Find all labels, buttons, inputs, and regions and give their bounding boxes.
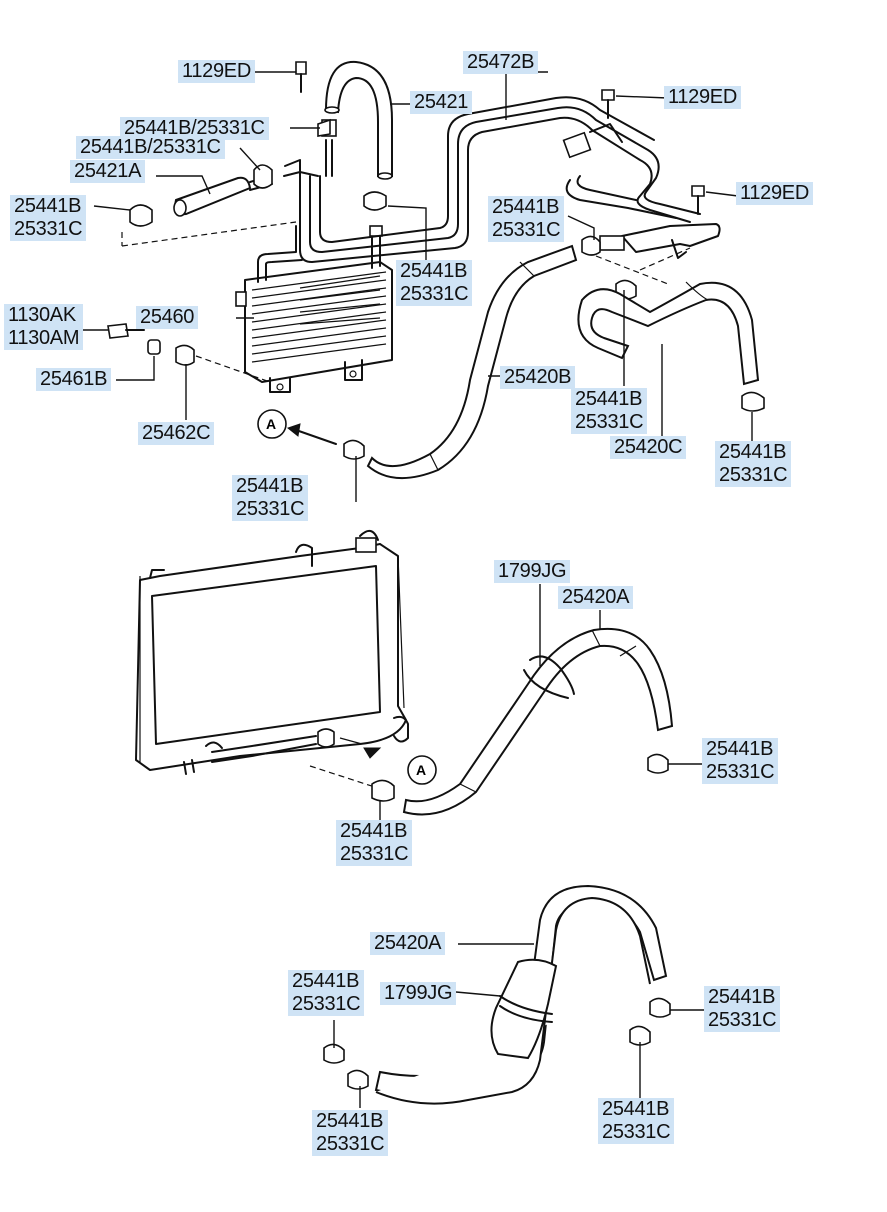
label-clamp-far-right[interactable]: 25441B 25331C — [715, 441, 792, 487]
label-clamp-bottom-a[interactable]: 25441B 25331C — [232, 475, 309, 521]
label-clamp-25441b-25331c-2[interactable]: 25441B/25331C — [76, 136, 225, 159]
label-clamp-left[interactable]: 25441B 25331C — [10, 195, 87, 241]
hose-25420c-drawing — [577, 247, 760, 386]
label-clamp-low-left-top[interactable]: 25441B 25331C — [288, 970, 365, 1016]
hose-25420a-lower-drawing — [323, 884, 671, 1105]
lower-hose-assembly — [323, 884, 671, 1105]
drain-plug-drawing — [107, 323, 271, 383]
bolts-drawing — [295, 61, 705, 215]
label-drain-plug-1130ak-1130am[interactable]: 1130AK 1130AM — [4, 304, 84, 350]
label-hose-25420c[interactable]: 25420C — [610, 436, 687, 459]
label-washer-25461b[interactable]: 25461B — [36, 368, 112, 391]
tube-assembly-drawing — [283, 96, 721, 263]
label-hose-25420a-1[interactable]: 25420A — [558, 586, 634, 609]
label-bolt-1129ed-right[interactable]: 1129ED — [736, 182, 813, 205]
callout-marker-bottom: A — [416, 762, 426, 778]
clamps-top-drawing — [129, 118, 765, 412]
label-hose-25420b[interactable]: 25420B — [500, 366, 576, 389]
label-clamp-right-mid[interactable]: 25441B 25331C — [571, 388, 648, 434]
label-grommet-25462c[interactable]: 25462C — [138, 422, 215, 445]
label-hose-25420a-2[interactable]: 25420A — [370, 932, 446, 955]
label-tube-25472b[interactable]: 25472B — [463, 51, 539, 74]
radiator-drawing — [135, 529, 409, 775]
label-band-1799jg-1[interactable]: 1799JG — [494, 560, 571, 583]
radiator-assembly: A — [135, 529, 674, 816]
label-clamp-25441b-25331c-1[interactable]: 25441B/25331C — [120, 117, 269, 140]
label-oil-cooler-25460[interactable]: 25460 — [136, 306, 199, 329]
label-clamp-center[interactable]: 25441B 25331C — [488, 196, 565, 242]
label-clamp-low-right-top[interactable]: 25441B 25331C — [704, 986, 781, 1032]
hose-25420a-upper-drawing — [371, 627, 674, 816]
view-arrow-a-top: A — [257, 409, 337, 445]
label-clamp-mid[interactable]: 25441B 25331C — [396, 260, 473, 306]
label-clamp-rad-right[interactable]: 25441B 25331C — [702, 738, 779, 784]
view-arrow-a-bottom: A — [407, 755, 437, 785]
label-clamp-rad-bottom[interactable]: 25441B 25331C — [336, 820, 413, 866]
label-band-1799jg-2[interactable]: 1799JG — [380, 982, 457, 1005]
label-clamp-low-left-bottom[interactable]: 25441B 25331C — [312, 1110, 389, 1156]
hose-25421-drawing — [324, 60, 393, 180]
label-bolt-1129ed-top-right[interactable]: 1129ED — [664, 86, 741, 109]
label-hose-25421a[interactable]: 25421A — [70, 160, 146, 183]
hose-25420b-drawing — [343, 244, 578, 480]
label-bolt-1129ed-top-left[interactable]: 1129ED — [178, 60, 255, 83]
oil-cooler-drawing — [235, 225, 393, 393]
callout-marker-top: A — [266, 416, 276, 432]
label-clamp-low-right-bottom[interactable]: 25441B 25331C — [598, 1098, 675, 1144]
label-hose-25421[interactable]: 25421 — [410, 91, 473, 114]
